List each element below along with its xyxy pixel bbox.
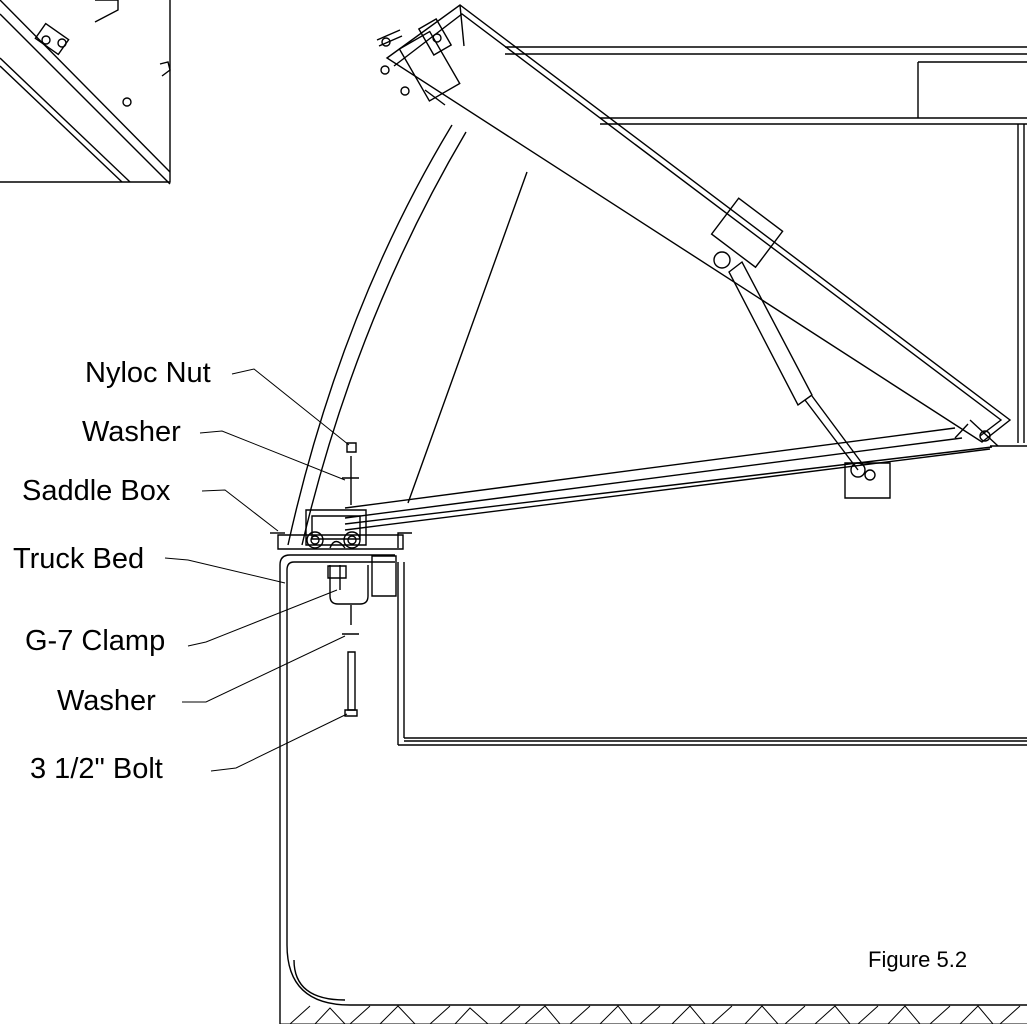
- bed-back-wall: [505, 47, 1027, 443]
- callout-washer-bottom: Washer: [57, 685, 156, 717]
- callout-g7-clamp: G-7 Clamp: [25, 625, 166, 657]
- callout-nyloc-nut: Nyloc Nut: [85, 357, 211, 389]
- callout-truck-bed: Truck Bed: [13, 543, 145, 575]
- lid-hinge-hardware: [377, 19, 460, 105]
- g7-clamp: [328, 556, 396, 604]
- ground-hatch: [280, 1006, 1027, 1024]
- callout-saddle-box: Saddle Box: [22, 475, 171, 507]
- callout-washer-top: Washer: [82, 416, 181, 448]
- fastener-stack: [342, 443, 359, 716]
- open-lid: [387, 5, 1010, 442]
- lid-arms: [288, 125, 527, 545]
- callout-bolt: 3 1/2" Bolt: [30, 753, 163, 785]
- detail-inset: [0, 0, 170, 184]
- gas-strut: [714, 252, 890, 498]
- figure-caption: Figure 5.2: [868, 947, 968, 972]
- saddle-box: [270, 510, 412, 549]
- box-top-rail: [345, 420, 1027, 530]
- truck-bed: [280, 555, 1027, 1024]
- leader-lines: [165, 369, 349, 771]
